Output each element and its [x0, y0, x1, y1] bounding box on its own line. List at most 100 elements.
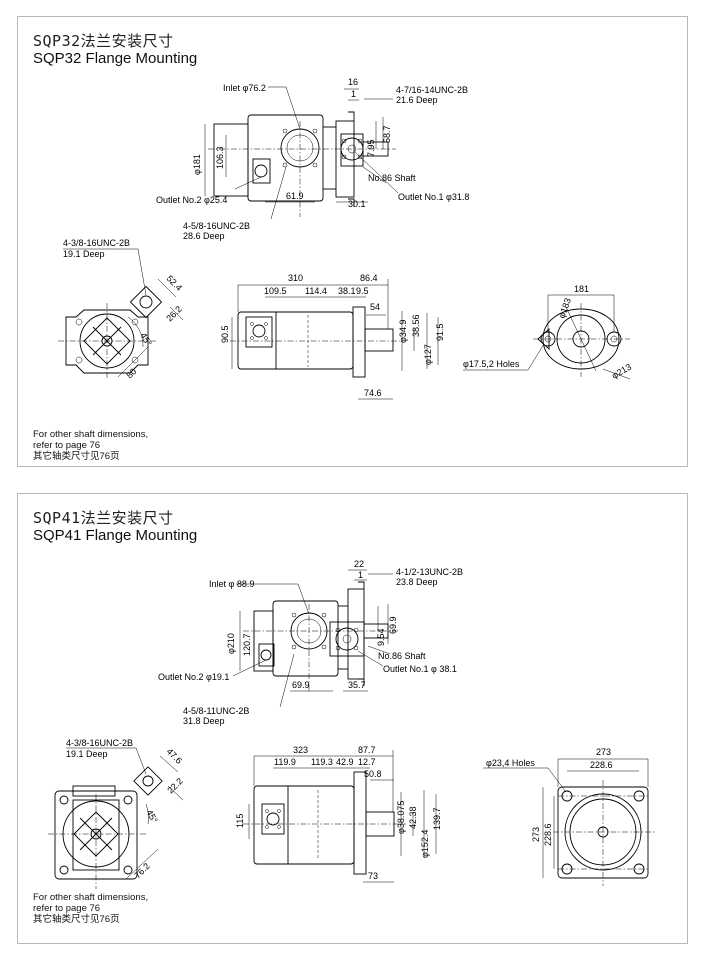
sqp41-dim-22: 22 — [354, 559, 364, 569]
sqp32-outlet2-label: Outlet No.2 φ25.4 — [156, 195, 227, 205]
sqp41-dim-76-2: 76.2 — [132, 861, 151, 880]
sqp32-dim-106-3: 106.3 — [215, 146, 225, 169]
sqp41-thread-bottom: 4-5/8-11UNC-2B — [183, 706, 249, 716]
sqp41-dim-228-6a: 228.6 — [590, 760, 613, 770]
sqp32-thread-bottom-deep: 28.6 Deep — [183, 231, 225, 241]
sqp32-flange-view — [58, 248, 184, 379]
sqp32-dim-109-5: 109.5 — [264, 286, 287, 296]
sqp32-dim-310: 310 — [288, 273, 303, 283]
sqp41-side-view — [243, 750, 437, 883]
sqp41-note-line: For other shaft dimensions, — [33, 892, 149, 903]
sqp41-dim-119-9: 119.9 — [274, 757, 296, 767]
sqp32-dim-38-1: 38.1 — [338, 286, 356, 296]
sqp32-note-line: For other shaft dimensions, — [33, 429, 149, 440]
sqp41-dim-35-7: 35.7 — [348, 680, 366, 690]
sqp41-dim-210: φ210 — [226, 633, 236, 654]
sqp41-outlet1-label: Outlet No.1 φ 38.1 — [383, 664, 457, 674]
sqp41-thread-bottom-deep: 31.8 Deep — [183, 716, 225, 726]
sqp32-panel: SQP32法兰安装尺寸 SQP32 Flange Mounting — [17, 16, 688, 467]
sqp32-dim-30-1: 30.1 — [348, 199, 366, 209]
sqp32-notes: For other shaft dimensions, refer to pag… — [33, 429, 148, 462]
sqp32-note-line: 其它轴类尺寸见76页 — [33, 451, 120, 462]
sqp32-dim-52-4: 52.4 — [165, 273, 184, 292]
sqp32-dim-16: 16 — [348, 77, 358, 87]
sqp32-thread-top-deep: 21.6 Deep — [396, 95, 438, 105]
sqp32-dim-91-5: 91.5 — [435, 323, 445, 341]
sqp32-dim-7-95: 7.95 — [366, 139, 376, 157]
sqp32-dim-45: 45° — [138, 331, 154, 348]
sqp32-front-view — [204, 86, 399, 220]
sqp41-dim-139-7: 139.7 — [432, 807, 442, 830]
sqp41-panel: SQP41法兰安装尺寸 SQP41 Flange Mounting — [17, 493, 688, 944]
sqp32-side-view — [230, 279, 439, 400]
sqp41-dim-42-9: 42.9 — [336, 757, 354, 767]
sqp41-thread-top: 4-1/2-13UNC-2B — [396, 567, 463, 577]
sqp41-dim-273a: 273 — [596, 747, 611, 757]
sqp41-drawing: Inlet φ 88.9 22 1 4-1/2-13UNC-2B 23.8 De… — [48, 559, 656, 889]
sqp41-dim-120-7: 120.7 — [242, 633, 252, 656]
sqp41-dim-42-38: 42.38 — [408, 806, 418, 829]
sqp41-title-cn: SQP41法兰安装尺寸 — [33, 509, 174, 527]
sqp41-dim-323: 323 — [293, 745, 308, 755]
sqp32-thread-bottom: 4-5/8-16UNC-2B — [183, 221, 250, 231]
sqp32-dim-127: φ127 — [423, 344, 433, 365]
sqp32-dim-9-5: 9.5 — [356, 286, 369, 296]
sqp32-title-en: SQP32 Flange Mounting — [33, 50, 198, 67]
sqp32-dim-58-7: 58.7 — [382, 125, 392, 143]
sqp41-dim-69-9b: 69.9 — [292, 680, 310, 690]
sqp41-dim-69-9a: 69.9 — [388, 616, 398, 634]
sqp32-dim-26-2: 26.2 — [164, 304, 183, 323]
sqp41-outlet2-label: Outlet No.2 φ19.1 — [158, 672, 229, 682]
sqp32-shaft-label: No.86 Shaft — [368, 173, 416, 183]
sqp41-notes: For other shaft dimensions, refer to pag… — [33, 892, 148, 925]
sqp32-title-cn: SQP32法兰安装尺寸 — [33, 32, 174, 50]
sqp41-dim-119-3: 119.3 — [311, 757, 333, 767]
sqp41-dim-87-7: 87.7 — [358, 745, 376, 755]
sqp41-dim-12-7: 12.7 — [358, 757, 376, 767]
sqp41-thread-side-deep: 19.1 Deep — [66, 749, 108, 759]
sqp32-thread-top: 4-7/16-14UNC-2B — [396, 85, 468, 95]
sqp41-note-line: 其它轴类尺寸见76页 — [33, 914, 120, 925]
sqp32-dim-38-56: 38.56 — [411, 314, 421, 337]
sqp32-dim-181: φ181 — [192, 154, 202, 175]
sqp41-shaft-label: No.86 Shaft — [378, 651, 426, 661]
sqp32-dim-181b: 181 — [574, 284, 589, 294]
sqp41-dim-9-54: 9.54 — [376, 628, 386, 646]
sqp32-thread-side-deep: 19.1 Deep — [63, 249, 105, 259]
sqp41-dim-115: 115 — [235, 814, 245, 828]
sqp32-dim-90-5: 90.5 — [220, 325, 230, 343]
sqp32-drawing: Inlet φ76.2 16 1 4-7/16-14UNC-2B 21.6 De… — [58, 77, 633, 400]
sqp41-dim-73: 73 — [368, 871, 378, 881]
sqp41-flange-view — [48, 747, 184, 889]
sqp41-dim-152-4: φ152.4 — [420, 830, 430, 858]
sqp41-dim-50-8: 50.8 — [364, 769, 382, 779]
sqp32-inlet-label: Inlet φ76.2 — [223, 83, 266, 93]
sqp32-holes-label: φ17.5,2 Holes — [463, 359, 520, 369]
sqp41-dim-38-075: φ38.075 — [396, 801, 406, 834]
sqp32-note-line: refer to page 76 — [33, 440, 101, 451]
sqp32-dim-213: φ213 — [610, 362, 633, 381]
sqp41-front-view — [232, 569, 398, 708]
sqp41-dim-228-6b: 228.6 — [543, 823, 553, 846]
sqp32-outlet1-label: Outlet No.1 φ31.8 — [398, 192, 469, 202]
sqp41-title-en: SQP41 Flange Mounting — [33, 527, 198, 544]
sqp32-dim-114-4: 114.4 — [305, 286, 327, 296]
sqp32-dim-1: 1 — [351, 89, 356, 99]
sqp41-thread-side: 4-3/8-16UNC-2B — [66, 738, 133, 748]
sqp32-thread-side: 4-3/8-16UNC-2B — [63, 238, 130, 248]
sqp41-inlet-label: Inlet φ 88.9 — [209, 579, 254, 589]
sqp32-dim-86-4: 86.4 — [360, 273, 378, 283]
sqp32-dim-74-6: 74.6 — [364, 388, 382, 398]
sqp41-dim-273b: 273 — [531, 827, 541, 842]
sqp41-dim-22-2: 22.2 — [165, 776, 184, 795]
sqp41-dim-1: 1 — [358, 570, 363, 580]
sqp32-dim-61-9: 61.9 — [286, 191, 304, 201]
sqp32-end-view — [463, 294, 631, 380]
sqp41-thread-top-deep: 23.8 Deep — [396, 577, 438, 587]
sqp32-dim-34-9: φ34.9 — [398, 320, 408, 343]
sqp41-holes-label: φ23,4 Holes — [486, 758, 535, 768]
sqp32-dim-54: 54 — [370, 302, 380, 312]
sqp41-dim-45: 45° — [144, 808, 160, 825]
sqp41-note-line: refer to page 76 — [33, 903, 101, 914]
sqp41-end-view — [483, 758, 656, 886]
